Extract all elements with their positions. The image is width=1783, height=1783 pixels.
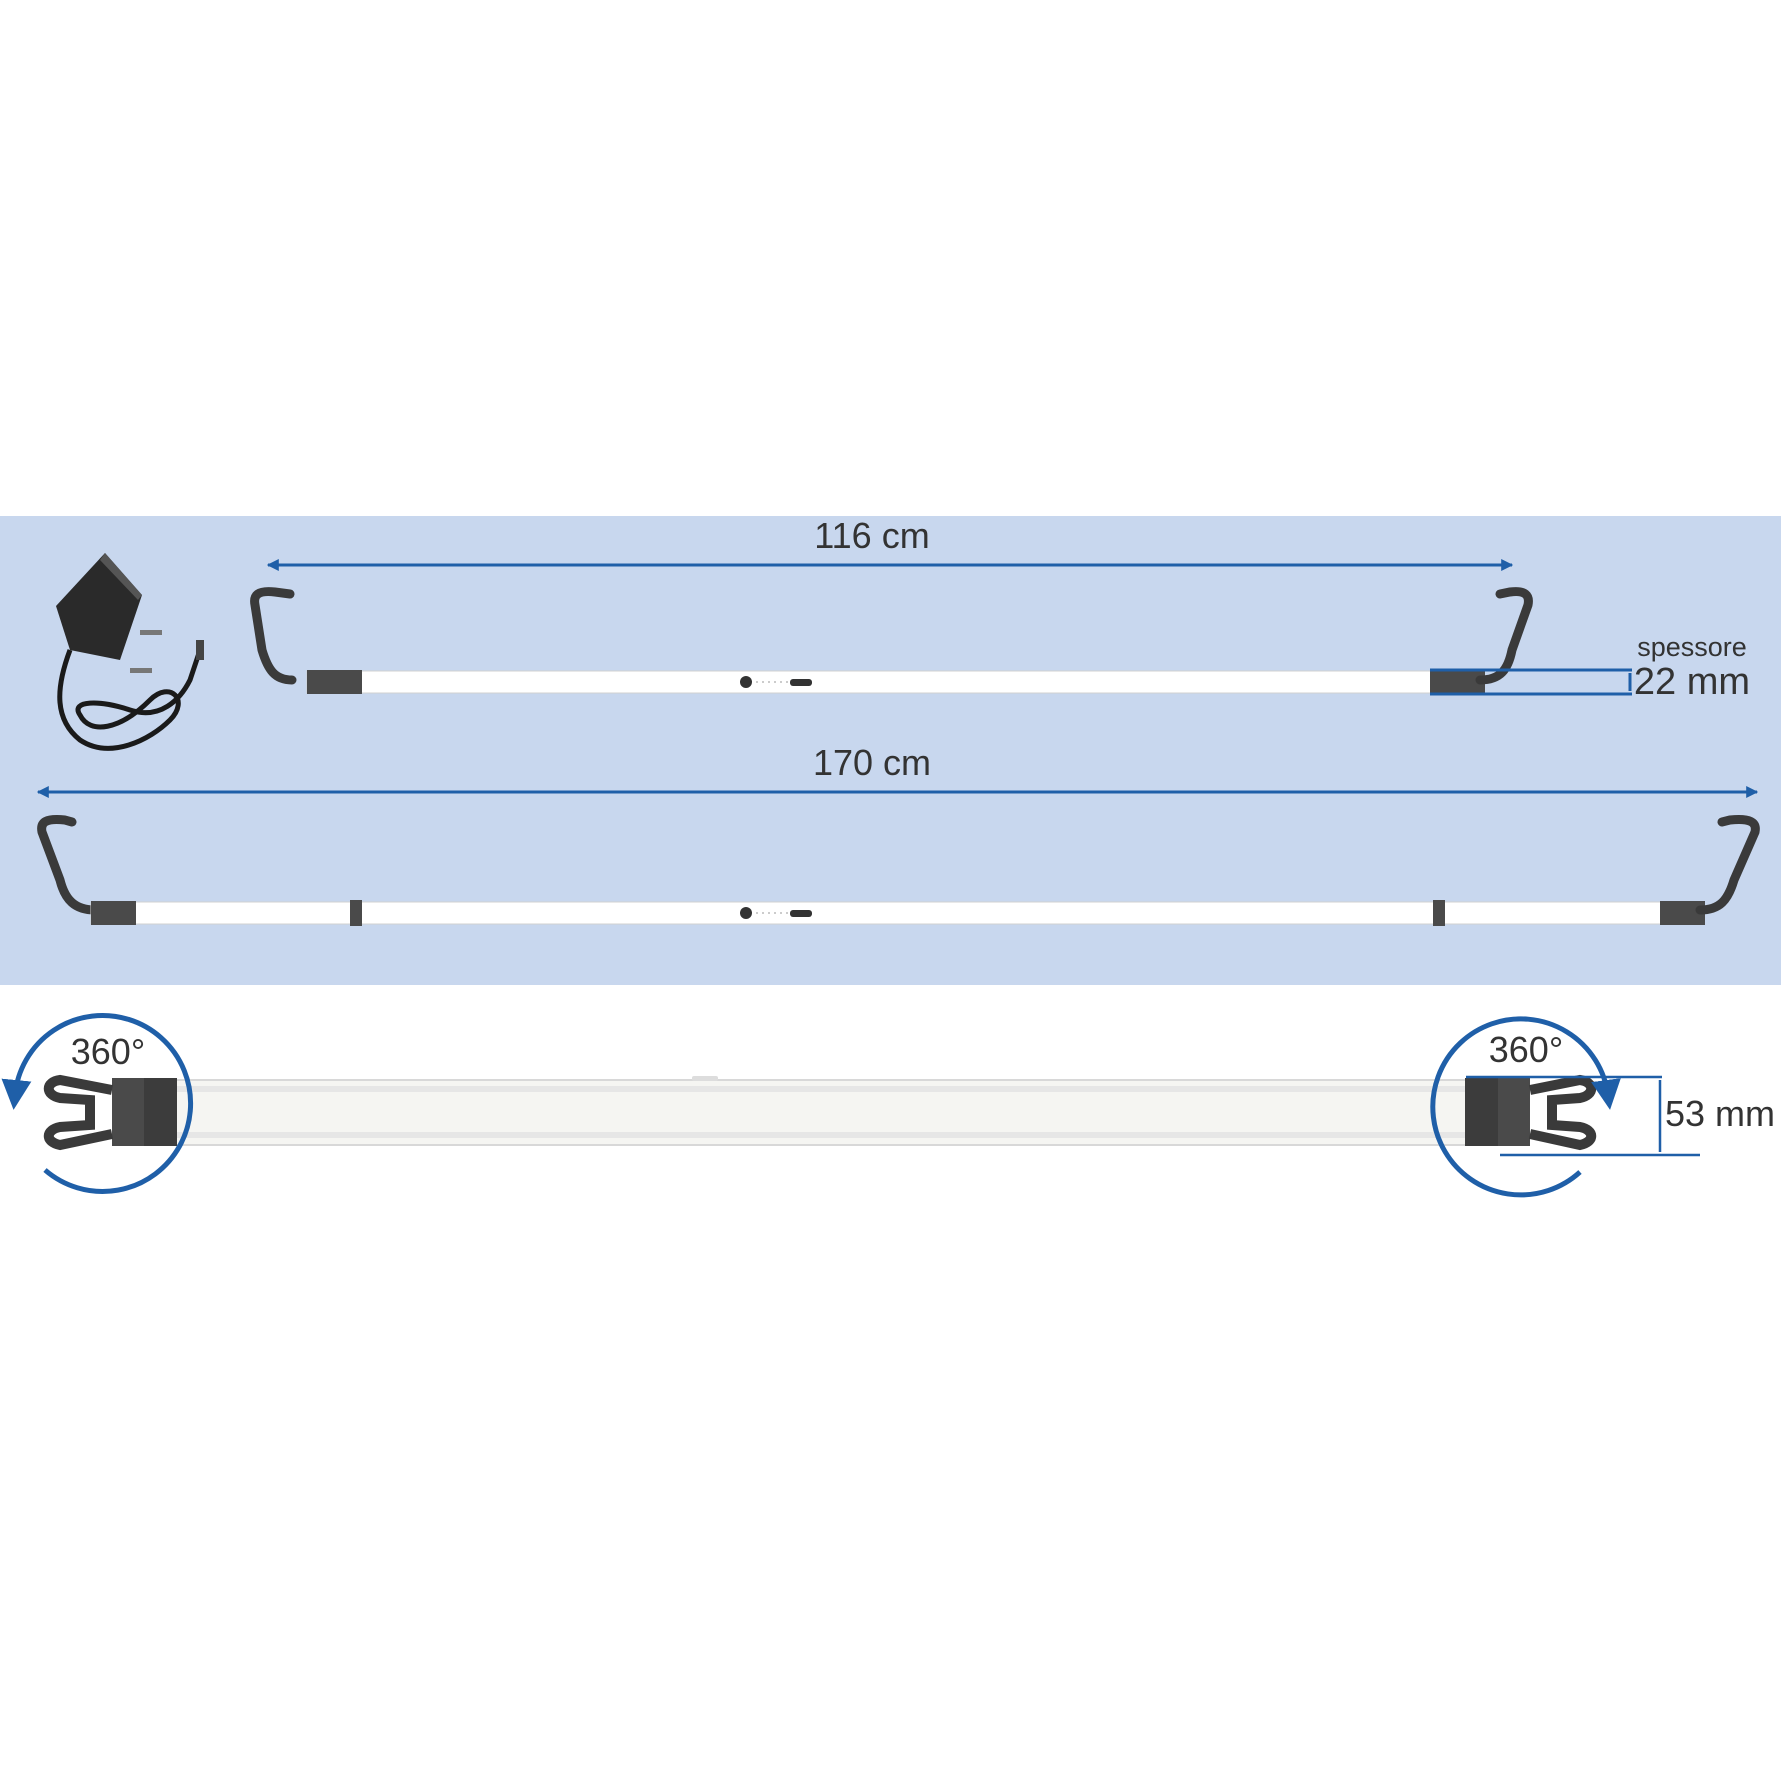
long-bar-length-label: 170 cm	[813, 742, 931, 783]
long-light-bar	[37, 815, 1760, 926]
left-rotation-label: 360°	[71, 1031, 145, 1072]
height-callout: 53 mm	[1466, 1075, 1775, 1157]
thickness-value: 22 mm	[1634, 661, 1750, 703]
closeup-light-bar	[43, 1074, 1597, 1151]
rotation-arrow-icon	[1, 1013, 194, 1194]
thickness-caption: spessore	[1637, 632, 1747, 662]
rotation-arrow-icon	[1430, 1016, 1621, 1198]
height-value: 53 mm	[1665, 1093, 1775, 1134]
short-light-bar	[250, 587, 1533, 694]
power-adapter-icon	[56, 553, 204, 751]
short-bar-length-label: 116 cm	[814, 515, 929, 556]
thickness-callout: spessore 22 mm	[1430, 632, 1750, 703]
right-rotation-label: 360°	[1489, 1029, 1563, 1070]
